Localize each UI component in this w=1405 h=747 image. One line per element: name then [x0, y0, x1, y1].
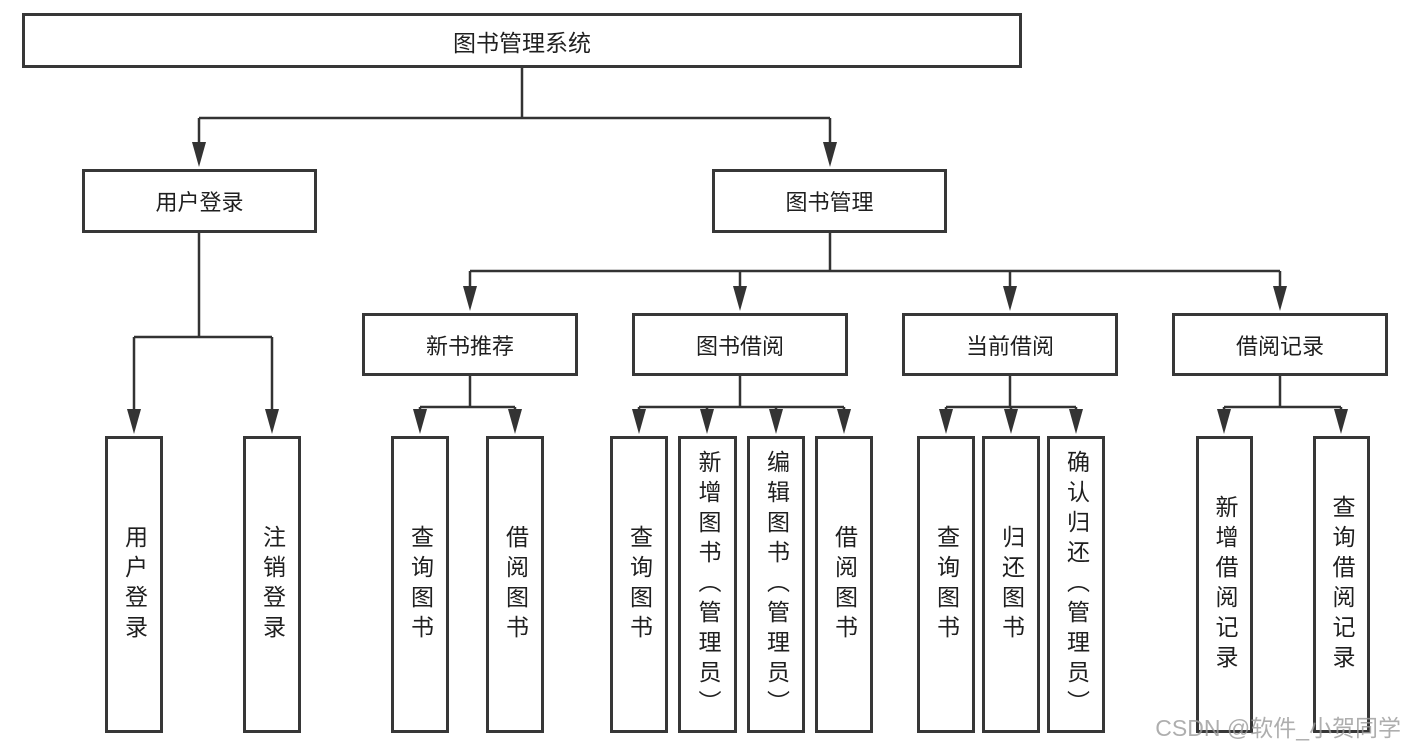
leaf-logout: 注销登录 [243, 436, 301, 733]
node-system-root: 图书管理系统 [22, 13, 1022, 68]
leaf-user-login: 用户登录 [105, 436, 163, 733]
leaf-current-query: 查询图书 [917, 436, 975, 733]
leaf-newbook-query: 查询图书 [391, 436, 449, 733]
leaf-borrow-query: 查询图书 [610, 436, 668, 733]
connector-root-level2 [197, 68, 832, 160]
leaf-current-confirm-return-admin: 确认归还（管理员） [1047, 436, 1105, 733]
leaf-records-add: 新增借阅记录 [1196, 436, 1253, 733]
node-book-management: 图书管理 [712, 169, 947, 233]
node-new-book-recommend: 新书推荐 [362, 313, 578, 376]
connector-login-leaves [132, 233, 274, 427]
connector-mgmt-level3 [468, 233, 1282, 304]
connector-newbook-leaves [418, 376, 517, 427]
leaf-newbook-borrow: 借阅图书 [486, 436, 544, 733]
leaf-borrow-add-admin: 新增图书（管理员） [678, 436, 737, 733]
connector-records-leaves [1222, 376, 1343, 427]
leaf-current-return: 归还图书 [982, 436, 1040, 733]
csdn-watermark: CSDN @软件_小贺同学 [1155, 715, 1401, 741]
node-borrow-records: 借阅记录 [1172, 313, 1388, 376]
node-book-borrow: 图书借阅 [632, 313, 848, 376]
node-current-borrow: 当前借阅 [902, 313, 1118, 376]
node-user-login: 用户登录 [82, 169, 317, 233]
connector-borrow-leaves [637, 376, 846, 427]
leaf-borrow-borrow: 借阅图书 [815, 436, 873, 733]
leaf-borrow-edit-admin: 编辑图书（管理员） [747, 436, 805, 733]
leaf-records-query: 查询借阅记录 [1313, 436, 1370, 733]
